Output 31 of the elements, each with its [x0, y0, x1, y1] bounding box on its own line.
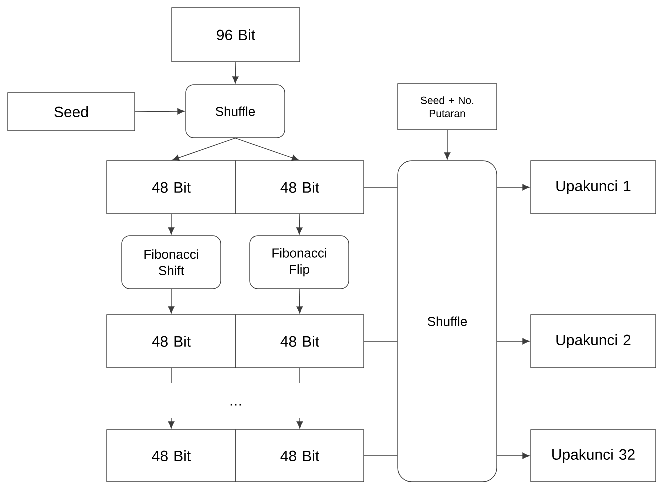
process-box: Upakunci 32 [530, 430, 656, 482]
process-box: Seed + No. Putaran [398, 84, 498, 130]
process-box: 48 Bit [106, 160, 236, 214]
arrow [135, 108, 185, 115]
process-box: 48 Bit [106, 430, 236, 482]
arrow [296, 289, 304, 314]
process-box: 48 Bit [106, 314, 236, 368]
process-box: 96 Bit [172, 8, 300, 62]
arrow [444, 130, 451, 160]
process-box: 48 Bit [236, 160, 364, 214]
arrow [168, 368, 175, 429]
arrow [296, 214, 303, 235]
process-box: Shuffle [186, 84, 286, 138]
process-box: Upakunci 2 [530, 314, 656, 368]
arrow [497, 338, 530, 345]
arrow [168, 289, 175, 314]
arrow [497, 184, 530, 191]
arrow [172, 138, 236, 162]
process-box: Upakunci 1 [530, 160, 656, 214]
arrow [232, 62, 239, 84]
arrow [168, 214, 175, 235]
arrow [497, 452, 530, 460]
arrow [235, 138, 300, 162]
process-box: 48 Bit [236, 314, 364, 368]
process-box: Shuffle [398, 160, 498, 482]
process-box: Fibonacci Shift [122, 236, 222, 290]
process-box: 48 Bit [236, 430, 364, 482]
arrow [296, 368, 304, 429]
process-box: Seed [8, 92, 136, 132]
ellipsis: … [230, 404, 242, 406]
process-box: Fibonacci Flip [250, 236, 350, 290]
